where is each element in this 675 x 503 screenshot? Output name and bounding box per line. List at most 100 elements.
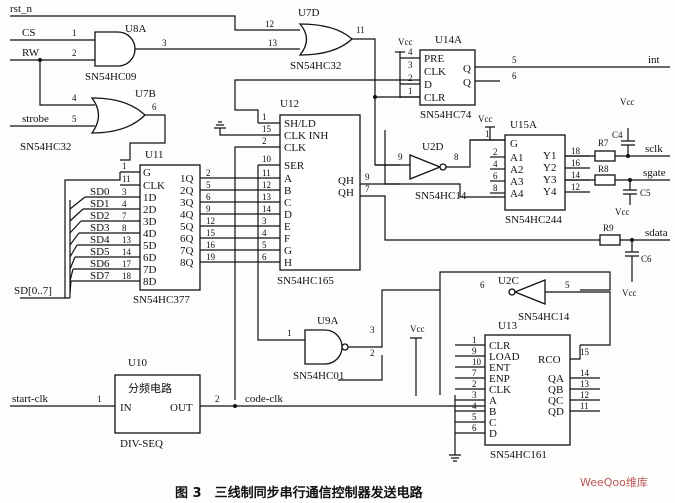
u15a-in-pinno: 6 (493, 171, 498, 181)
sd-bus-entry (69, 232, 80, 246)
r7-label: R7 (598, 138, 609, 148)
u14a-part: SN54HC74 (420, 109, 472, 121)
u13-in-pinno: 1 (472, 335, 477, 345)
u7d-to-u2d-wire (374, 97, 400, 166)
u11-pin-3d: 3D (143, 216, 157, 228)
u2c-rco-wire (545, 291, 611, 346)
u14a-pin2: 2 (408, 73, 413, 83)
u11-pin-8q: 8Q (180, 257, 194, 269)
u11-out-pin: 15 (206, 228, 216, 238)
u12-in-pin: 5 (262, 240, 267, 250)
u12-data-pin: F (284, 233, 290, 245)
u15a-in-pinno: 4 (493, 159, 498, 169)
u12-pin-shld: SH/LD (284, 118, 316, 130)
u13-vcc-rail (410, 337, 422, 396)
r9-label: R9 (603, 223, 614, 233)
rst-n-wire (10, 15, 300, 31)
u14a-pin3: 3 (408, 60, 413, 70)
u7b-out-wire (120, 114, 166, 161)
u11-pin-4d: 4D (143, 228, 157, 240)
u11-pin-6d: 6D (143, 252, 157, 264)
u2c-ref: U2C (498, 275, 519, 287)
u2d-inverter (409, 154, 442, 180)
u13-in-pin: CLR (489, 340, 511, 352)
u11-pin-5q: 5Q (180, 221, 194, 233)
u11-out-pin: 6 (206, 192, 211, 202)
sd-line-label: SD6 (90, 258, 110, 270)
u11-pin-1d: 1D (143, 192, 157, 204)
u13-in-pinno: 5 (472, 412, 477, 422)
u12-data-pin: E (284, 221, 291, 233)
u7d-or-gate (298, 23, 353, 56)
u15a-pin1: 1 (485, 129, 490, 139)
junction-dot (38, 58, 42, 62)
u11-pin-1q: 1Q (180, 173, 194, 185)
u13-out-pin: QC (548, 395, 563, 407)
watermark: WeeQoo维库 (580, 476, 648, 489)
u11-g-gnd-wire (64, 172, 121, 298)
u8a-pin3: 3 (162, 38, 167, 48)
u12-qhn-wire (360, 195, 600, 241)
u10-pin-out: OUT (170, 402, 193, 414)
u14a-out-qn: Q (463, 77, 471, 89)
u11-in-pin: 18 (122, 271, 132, 281)
u12-data-pin: B (284, 185, 291, 197)
sd-bus-entry (69, 208, 84, 222)
u13-in-pinno: 3 (472, 390, 477, 400)
u7b-ref: U7B (135, 88, 156, 100)
u9a-out-wire (348, 271, 611, 348)
u12-pin1: 1 (262, 112, 267, 122)
u2c-pin5: 5 (565, 280, 570, 290)
u13-in-pinno: 2 (472, 379, 477, 389)
u7d-pin13: 13 (268, 38, 278, 48)
u7b-part: SN54HC32 (20, 141, 71, 153)
u10-pin1: 1 (97, 394, 102, 404)
u2c-part: SN54HC14 (518, 311, 570, 323)
r9-resistor (599, 234, 621, 246)
u12-pin-clkinh: CLK INH (284, 130, 328, 142)
u9a-ref: U9A (317, 315, 338, 327)
u12-data-pin: A (284, 173, 292, 185)
u7b-pin5: 5 (72, 114, 77, 124)
u13-rco-wire (570, 345, 581, 360)
u7d-ref: U7D (298, 7, 319, 19)
u7b-or-gate (90, 97, 146, 134)
u12-in-pin: 14 (262, 204, 272, 214)
u8a-and-gate (94, 31, 136, 67)
u13-vcc: Vcc (410, 324, 425, 334)
u2d-part: SN54HC14 (415, 190, 467, 202)
sclk-label: sclk (645, 143, 663, 155)
u15a-out-pin: Y3 (543, 174, 557, 186)
u15a-a-feed (384, 130, 505, 198)
u12-in-pin: 11 (262, 168, 271, 178)
u15a-out-pinno: 18 (571, 146, 581, 156)
u11-out-pin: 19 (206, 252, 216, 262)
u14a-pin4: 4 (408, 47, 413, 57)
u10-pin-in: IN (120, 402, 132, 414)
u9a-pin1: 1 (287, 328, 292, 338)
r8-label: R8 (598, 164, 609, 174)
u14a-chip (419, 49, 476, 106)
r8-resistor (594, 174, 616, 186)
u12-out-qh: QH (338, 175, 354, 187)
rw-label: RW (22, 47, 40, 59)
u11-in-pin: 17 (122, 259, 132, 269)
sclk-path (565, 128, 670, 162)
c4-vcc: Vcc (620, 97, 635, 107)
u15a-chip (504, 134, 566, 211)
sd-bus-entry (69, 256, 76, 270)
u11-in-pin: 4 (122, 199, 127, 209)
u13-out-rco: RCO (538, 354, 561, 366)
u11-clk-pin: 11 (122, 174, 131, 184)
junction-dot (373, 95, 377, 99)
u15a-in-pin: A1 (510, 152, 523, 164)
int-label: int (648, 54, 660, 66)
u13-out-pin: QA (548, 373, 564, 385)
u15a-part: SN54HC244 (505, 214, 562, 226)
u14a-vcc: Vcc (398, 37, 413, 47)
u9a-pin3: 3 (370, 325, 375, 335)
u11-pin-7q: 7Q (180, 245, 194, 257)
